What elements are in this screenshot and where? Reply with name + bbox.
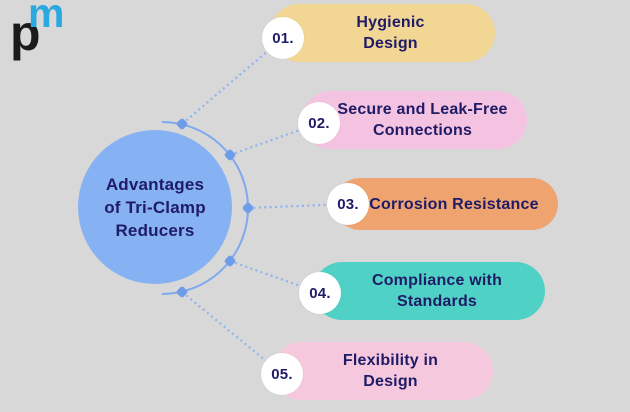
pill-label-line: Hygienic <box>356 14 425 31</box>
pill-label-line: Secure and Leak-Free <box>337 101 508 118</box>
advantage-pill-5: Flexibility in Design <box>272 342 493 400</box>
arc-node-5 <box>176 286 188 298</box>
pill-label-line: Flexibility in <box>342 352 439 369</box>
logo-letter-p: p <box>10 5 41 61</box>
pill-label-line: Corrosion Resistance <box>369 195 539 213</box>
pill-label-line: Standards <box>396 293 478 310</box>
hub-title-line: Reducers <box>115 220 195 240</box>
pill-label-line: Design <box>363 35 418 52</box>
advantage-pill-2: Secure and Leak-Free Connections <box>302 91 527 149</box>
brand-logo: p m <box>10 0 72 66</box>
number-label: 04. <box>309 284 331 302</box>
number-label: 05. <box>271 365 293 383</box>
arc-node-2 <box>224 149 236 161</box>
number-badge-1: 01. <box>262 17 304 59</box>
connector-line-1 <box>181 37 284 125</box>
hub-circle: Advantages of Tri-Clamp Reducers <box>78 130 232 284</box>
logo-letter-m: m <box>28 0 65 36</box>
number-badge-3: 03. <box>327 183 369 225</box>
number-badge-5: 05. <box>261 353 303 395</box>
number-badge-4: 04. <box>299 272 341 314</box>
advantage-pill-1: Hygienic Design <box>270 4 495 62</box>
arc-node-3 <box>242 202 254 214</box>
advantage-pill-4: Compliance with Standards <box>313 262 545 320</box>
pill-label-line: Design <box>363 373 418 390</box>
arc-node-4 <box>224 255 236 267</box>
pill-label-line: Connections <box>372 122 473 139</box>
number-label: 01. <box>272 29 294 47</box>
number-badge-2: 02. <box>298 102 340 144</box>
hub-title-line: of Tri-Clamp <box>104 197 206 217</box>
advantage-pill-3: Corrosion Resistance <box>334 178 558 230</box>
pill-label-line: Compliance with <box>371 272 503 289</box>
connector-line-3 <box>247 202 349 210</box>
number-label: 03. <box>337 195 359 213</box>
arc-node-1 <box>176 118 188 130</box>
number-label: 02. <box>308 114 330 132</box>
hub-title-line: Advantages <box>105 174 205 194</box>
